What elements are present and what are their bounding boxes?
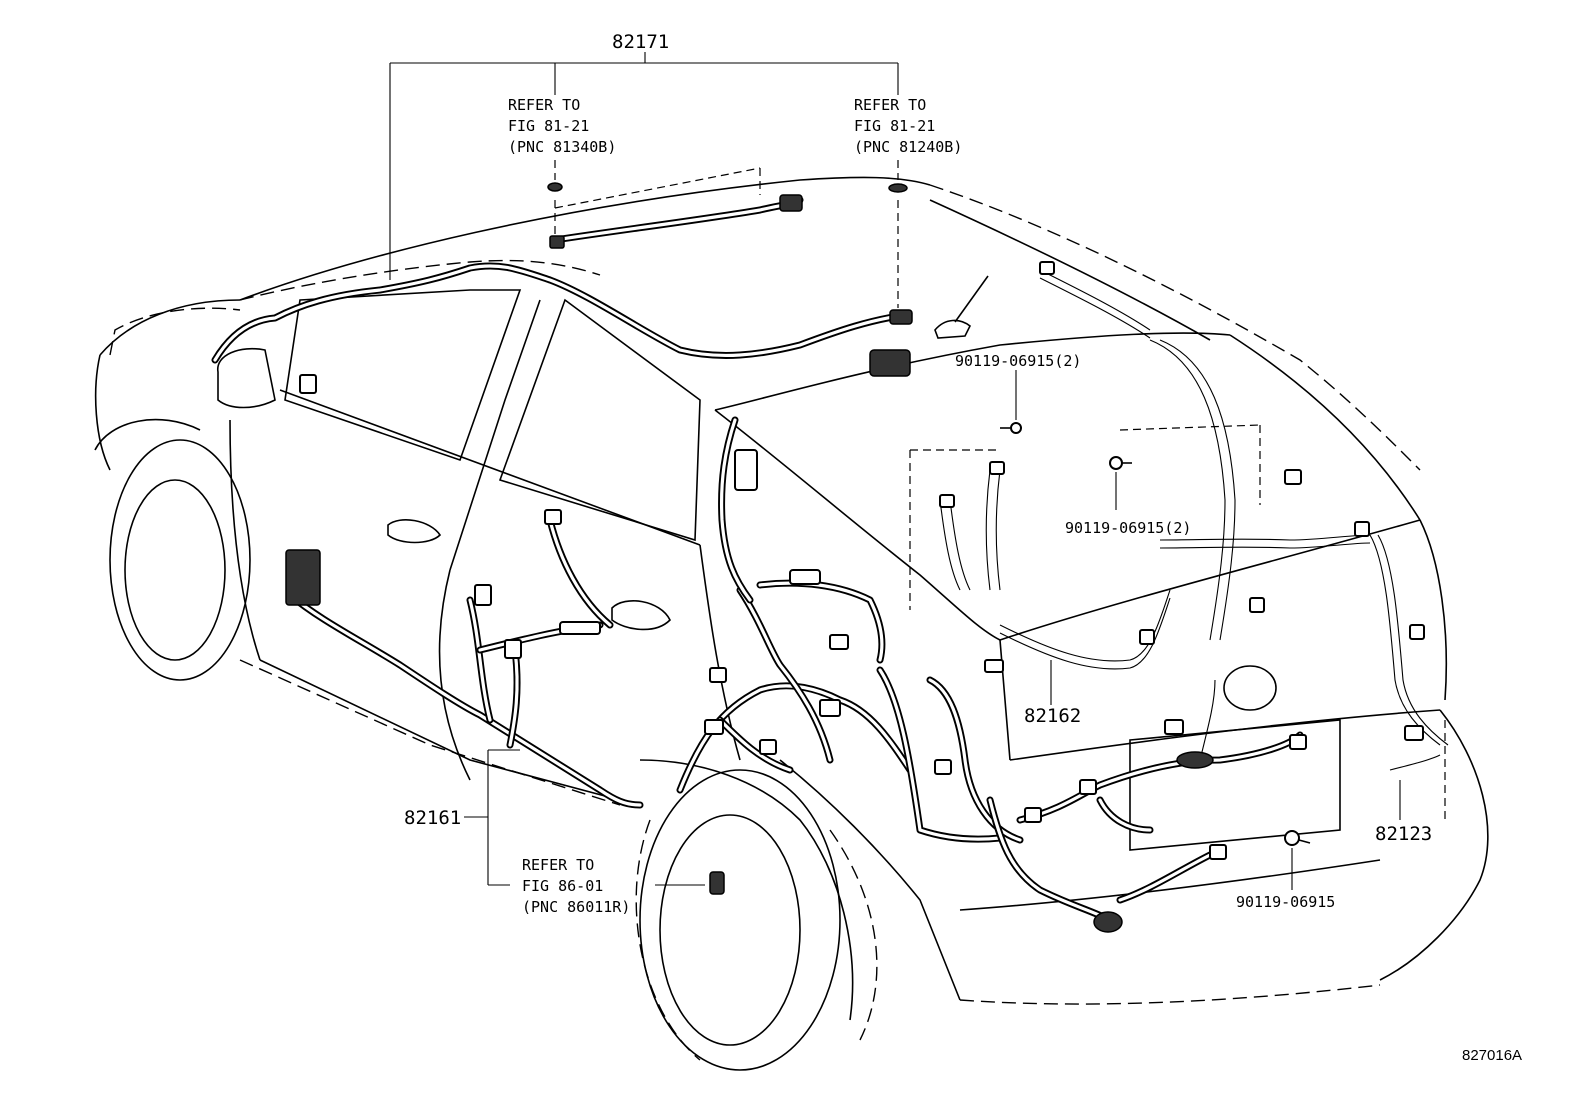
ref-left-line2: FIG 81-21 [508,117,589,135]
figure-code: 827016A [1462,1047,1522,1064]
ref-bottom-line1: REFER TO [522,856,594,874]
label-bolt-middle: 90119-06915(2) [1065,519,1191,537]
rear-harness-82162 [876,666,1304,924]
label-82171: 82171 [612,31,669,53]
label-82123: 82123 [1375,823,1432,845]
label-bolt-upper: 90119-06915(2) [955,352,1081,370]
ref-right-line1: REFER TO [854,96,926,114]
ref-bottom-line3: (PNC 86011R) [522,898,630,916]
ref-left-line1: REFER TO [508,96,580,114]
label-bolt-lower: 90119-06915 [1236,893,1335,911]
label-82162: 82162 [1024,705,1081,727]
ref-right-line2: FIG 81-21 [854,117,935,135]
leader-lines [389,52,1401,890]
bolt-icons [547,182,1311,846]
ref-bottom-line2: FIG 86-01 [522,877,603,895]
floor-harness-82161 [286,516,914,809]
ref-left-line3: (PNC 81340B) [508,138,616,156]
roof-harness-82171 [211,196,909,364]
trunk-lid-harness [939,269,1449,771]
ref-right-line3: (PNC 81240B) [854,138,962,156]
callout-labels: 82171 REFER TO FIG 81-21 (PNC 81340B) RE… [404,31,1522,1064]
connectors [285,194,1425,933]
label-82161: 82161 [404,807,461,829]
antenna-icon [934,275,989,339]
car-body-outline [94,176,1489,1071]
